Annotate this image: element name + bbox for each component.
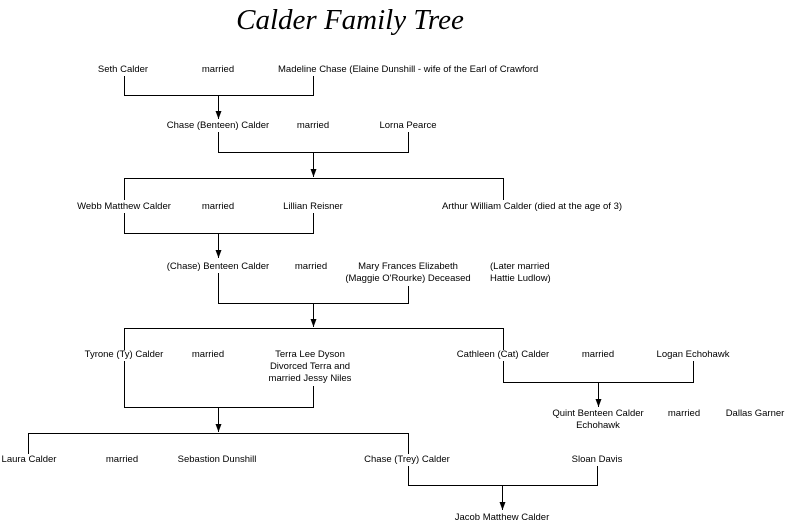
married-label: married — [191, 349, 225, 360]
connector-g5-right-couple — [503, 361, 694, 383]
married-label: married — [201, 64, 235, 75]
name-line: Terra Lee Dyson — [275, 349, 345, 360]
name-line: Mary Frances Elizabeth — [358, 261, 458, 272]
person-terra-lee-dyson: Terra Lee Dyson Divorced Terra and marri… — [269, 349, 352, 385]
person-logan-echohawk: Logan Echohawk — [656, 349, 730, 360]
person-laura-calder: Laura Calder — [1, 454, 57, 465]
name-line: Echohawk — [576, 420, 620, 431]
person-seth-calder: Seth Calder — [97, 64, 149, 75]
married-label: married — [296, 120, 330, 131]
person-tyrone-calder: Tyrone (Ty) Calder — [84, 349, 164, 360]
connector-g5-siblings — [124, 328, 504, 350]
name-line: (Maggie O'Rourke) Deceased — [345, 273, 471, 284]
person-quint-benteen-calder-echohawk: Quint Benteen Calder Echohawk — [552, 408, 643, 432]
married-label: married — [201, 201, 235, 212]
person-dallas-garner: Dallas Garner — [725, 408, 785, 419]
person-arthur-william-calder: Arthur William Calder (died at the age o… — [441, 201, 623, 212]
person-madeline-chase: Madeline Chase (Elaine Dunshill - wife o… — [278, 64, 539, 75]
person-sebastion-dunshill: Sebastion Dunshill — [177, 454, 257, 465]
name-line: Quint Benteen Calder — [552, 408, 644, 419]
note-hattie-ludlow: (Later married Hattie Ludlow) — [490, 261, 551, 285]
married-label: married — [581, 349, 615, 360]
connector-g7-siblings — [28, 433, 409, 454]
person-chase-benteen-calder: Chase (Benteen) Calder — [166, 120, 270, 131]
person-lorna-pearce: Lorna Pearce — [379, 120, 437, 131]
person-sloan-davis: Sloan Davis — [571, 454, 623, 465]
person-webb-matthew-calder: Webb Matthew Calder — [77, 201, 171, 212]
person-jacob-matthew-calder: Jacob Matthew Calder — [454, 512, 550, 523]
person-chase-trey-calder: Chase (Trey) Calder — [364, 454, 450, 465]
note-line: (Later married — [490, 261, 550, 272]
person-chase-benteen-calder-jr: (Chase) Benteen Calder — [166, 261, 270, 272]
note-line: Hattie Ludlow) — [490, 273, 551, 284]
person-mary-frances-elizabeth: Mary Frances Elizabeth (Maggie O'Rourke)… — [345, 261, 470, 285]
married-label: married — [294, 261, 328, 272]
name-line: Divorced Terra and — [269, 361, 351, 372]
connector-g7-couple — [408, 466, 598, 486]
connector-g2-couple — [218, 132, 409, 153]
page-title: Calder Family Tree — [236, 4, 464, 36]
connector-g3-couple — [124, 213, 314, 234]
married-label: married — [105, 454, 139, 465]
person-cathleen-calder: Cathleen (Cat) Calder — [456, 349, 550, 360]
connector-g3-siblings — [124, 178, 504, 200]
connector-g1-couple — [124, 76, 314, 96]
married-label: married — [667, 408, 701, 419]
name-line: married Jessy Niles — [268, 373, 352, 384]
person-lillian-reisner: Lillian Reisner — [283, 201, 343, 212]
